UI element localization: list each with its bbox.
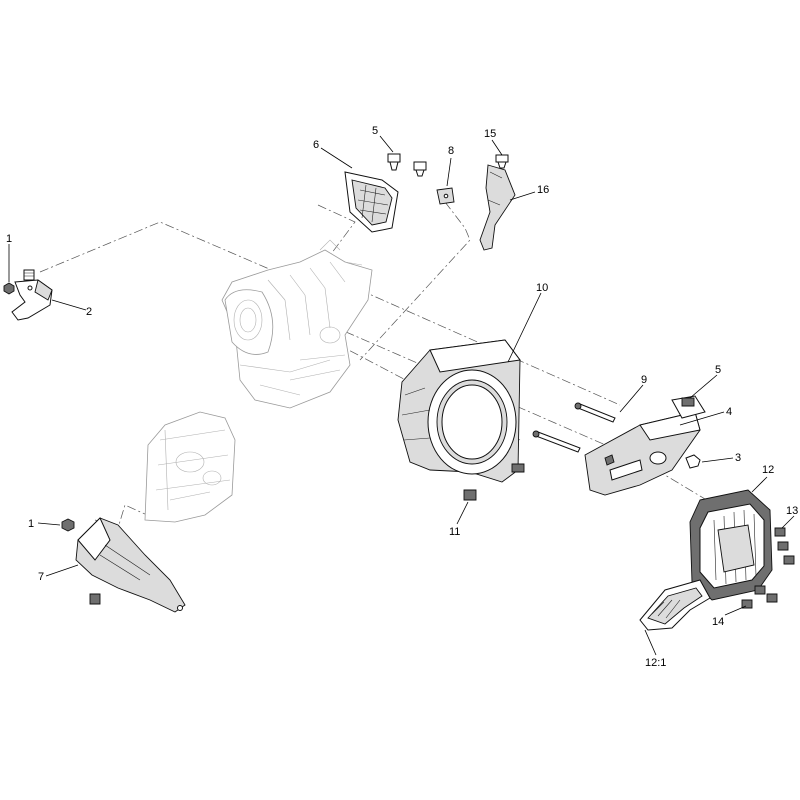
part-4-bracket [584,395,706,496]
screw-top-2 [413,161,427,177]
part-11-screw [463,489,477,501]
callout-4: 4 [726,406,732,418]
part-3-nut [685,454,701,469]
callout-2: 2 [86,306,92,318]
part-12-recoil-starter [689,489,773,601]
callout-3: 3 [735,452,741,464]
part-15-screw [495,154,509,169]
callout-7: 7 [38,571,44,583]
callout-5-right: 5 [715,364,721,376]
callout-8: 8 [448,145,454,157]
part-12-1-handle [639,579,711,631]
callout-6: 6 [313,139,319,151]
part-5-screw-top [387,153,401,171]
part-10-blower-housing [397,339,521,483]
callout-11: 11 [449,526,460,538]
part-14-screws [741,585,778,609]
part-8-clip [436,187,455,205]
part-2-bracket [11,269,53,321]
callout-5-top: 5 [372,125,378,137]
callout-16: 16 [537,184,549,196]
part-16-shield [479,164,516,251]
leader-lines [8,135,795,656]
part-1-nut-upper [3,282,15,295]
cylinder-head-ghost [144,411,236,523]
part-1-nut-lower [61,518,75,532]
part-5-screw-right [681,397,695,407]
callout-15: 15 [484,128,496,140]
callout-12-1: 12:1 [645,657,666,669]
callout-14: 14 [712,616,724,628]
screw-cover [89,593,101,605]
screw-housing [511,463,525,473]
callout-1-lower: 1 [28,518,34,530]
part-6-guard [344,171,399,233]
callout-numbers: 1 2 5 6 8 15 16 10 9 5 4 3 12 13 14 12:1… [6,125,798,669]
engine-block-ghost [221,239,373,409]
part-13-screws [774,527,795,565]
part-9-rods [532,402,616,453]
callout-1-upper: 1 [6,233,12,245]
callout-9: 9 [641,374,647,386]
part-7-cover [75,517,186,613]
callout-10: 10 [536,282,548,294]
callout-13: 13 [786,505,798,517]
callout-12: 12 [762,464,774,476]
